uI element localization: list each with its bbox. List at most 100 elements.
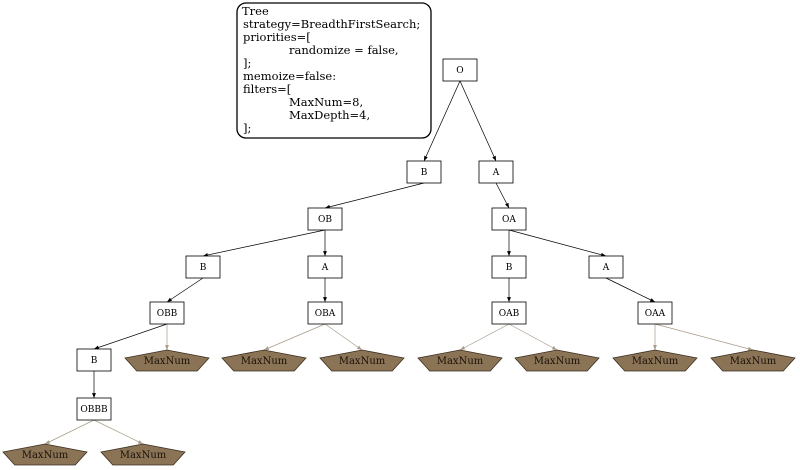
note-line: priorities=[ — [243, 30, 311, 44]
tree-node: OAB — [491, 301, 527, 325]
tree-node-label: B — [506, 263, 513, 273]
tree-node-label: OAB — [499, 309, 520, 319]
tree-node-box — [185, 255, 221, 279]
tree-node-box — [478, 160, 514, 184]
filter-node-maxnum: MaxNum — [319, 349, 405, 372]
tree-node: OA — [491, 207, 527, 231]
tree-edge — [508, 229, 607, 257]
note-frame — [236, 2, 432, 139]
tree-node-box — [307, 255, 343, 279]
tree-node-label: A — [602, 263, 610, 273]
tree-edge — [495, 182, 510, 209]
tree-edge — [508, 323, 558, 351]
tree-node-box — [307, 301, 343, 325]
note-line: randomize = false, — [289, 43, 399, 57]
tree-edge — [93, 323, 168, 350]
tree-edge — [459, 80, 497, 162]
tree-node-box — [491, 255, 527, 279]
tree-edge — [423, 80, 461, 162]
tree-edge — [654, 323, 754, 351]
tree-node: O — [442, 58, 478, 82]
tree-node-box — [491, 207, 527, 231]
tree-node-box — [149, 301, 185, 325]
tree-edge — [202, 229, 326, 257]
tree-node: A — [478, 160, 514, 184]
tree-edge — [93, 419, 144, 445]
filter-node-label: MaxNum — [632, 356, 679, 367]
tree-edge — [605, 277, 656, 303]
tree-edge — [263, 323, 326, 351]
tree-edge — [44, 419, 95, 445]
note-line: MaxDepth=4, — [289, 108, 370, 122]
filter-node-label: MaxNum — [241, 356, 288, 367]
filter-node-shape — [319, 349, 405, 372]
filter-node-maxnum: MaxNum — [100, 443, 186, 466]
note-line: filters=[ — [243, 82, 291, 96]
filter-node-label: MaxNum — [437, 356, 484, 367]
tree-node-box — [442, 58, 478, 82]
filter-node-label: MaxNum — [22, 450, 69, 461]
tree-node-box — [76, 348, 112, 372]
filter-node-maxnum: MaxNum — [612, 349, 698, 372]
tree-node: OBB — [149, 301, 185, 325]
tree-node-label: O — [456, 66, 463, 76]
filter-node-label: MaxNum — [144, 356, 191, 367]
tree-node-box — [637, 301, 673, 325]
filter-node-shape — [2, 443, 88, 466]
note-line: memoize=false: — [243, 69, 336, 83]
note-line: MaxNum=8, — [289, 95, 363, 109]
tree-node-label: OBBB — [80, 405, 108, 415]
tree-node: B — [491, 255, 527, 279]
filter-node-shape — [514, 349, 600, 372]
tree-node-label: A — [321, 263, 329, 273]
filter-node-label: MaxNum — [534, 356, 581, 367]
tree-edge — [166, 277, 204, 303]
tree-node-box — [76, 397, 112, 421]
tree-node-box — [588, 255, 624, 279]
filter-node-label: MaxNum — [120, 450, 167, 461]
tree-node: OB — [307, 207, 343, 231]
tree-node: B — [406, 160, 442, 184]
filter-node-shape — [124, 349, 210, 372]
note-line: ]; — [243, 121, 251, 135]
note-line: strategy=BreadthFirstSearch; — [243, 17, 420, 31]
tree-node: OBA — [307, 301, 343, 325]
filter-node-shape — [417, 349, 503, 372]
tree-node-box — [307, 207, 343, 231]
filter-node-shape — [100, 443, 186, 466]
tree-edge — [324, 182, 425, 209]
tree-node-label: OAA — [645, 309, 666, 319]
tree-node-box — [406, 160, 442, 184]
filter-node-shape — [221, 349, 307, 372]
filter-node-maxnum: MaxNum — [710, 349, 796, 372]
tree-node: A — [588, 255, 624, 279]
filter-node-label: MaxNum — [339, 356, 386, 367]
tree-node: OBBB — [76, 397, 112, 421]
tree-edge — [324, 323, 363, 351]
tree-node: B — [76, 348, 112, 372]
filter-node-maxnum: MaxNum — [417, 349, 503, 372]
tree-node-label: OB — [318, 215, 332, 225]
filter-node-label: MaxNum — [730, 356, 777, 367]
tree-node-label: OBA — [315, 309, 336, 319]
filter-node-shape — [612, 349, 698, 372]
tree-node: B — [185, 255, 221, 279]
tree-node-label: A — [492, 168, 500, 178]
tree-node-box — [491, 301, 527, 325]
tree-node-label: B — [91, 356, 98, 366]
filter-node-maxnum: MaxNum — [2, 443, 88, 466]
note-line: ]; — [243, 56, 251, 70]
filter-node-maxnum: MaxNum — [221, 349, 307, 372]
tree-config-note: Tree strategy=BreadthFirstSearch; priori… — [236, 2, 432, 139]
filter-node-maxnum: MaxNum — [124, 349, 210, 372]
filter-node-shape — [710, 349, 796, 372]
tree-node: OAA — [637, 301, 673, 325]
note-line: Tree — [242, 4, 269, 18]
tree-node-label: OBB — [157, 309, 178, 319]
filter-node-maxnum: MaxNum — [514, 349, 600, 372]
tree-node-label: B — [200, 263, 207, 273]
edges-layer — [44, 80, 754, 445]
tree-node: A — [307, 255, 343, 279]
